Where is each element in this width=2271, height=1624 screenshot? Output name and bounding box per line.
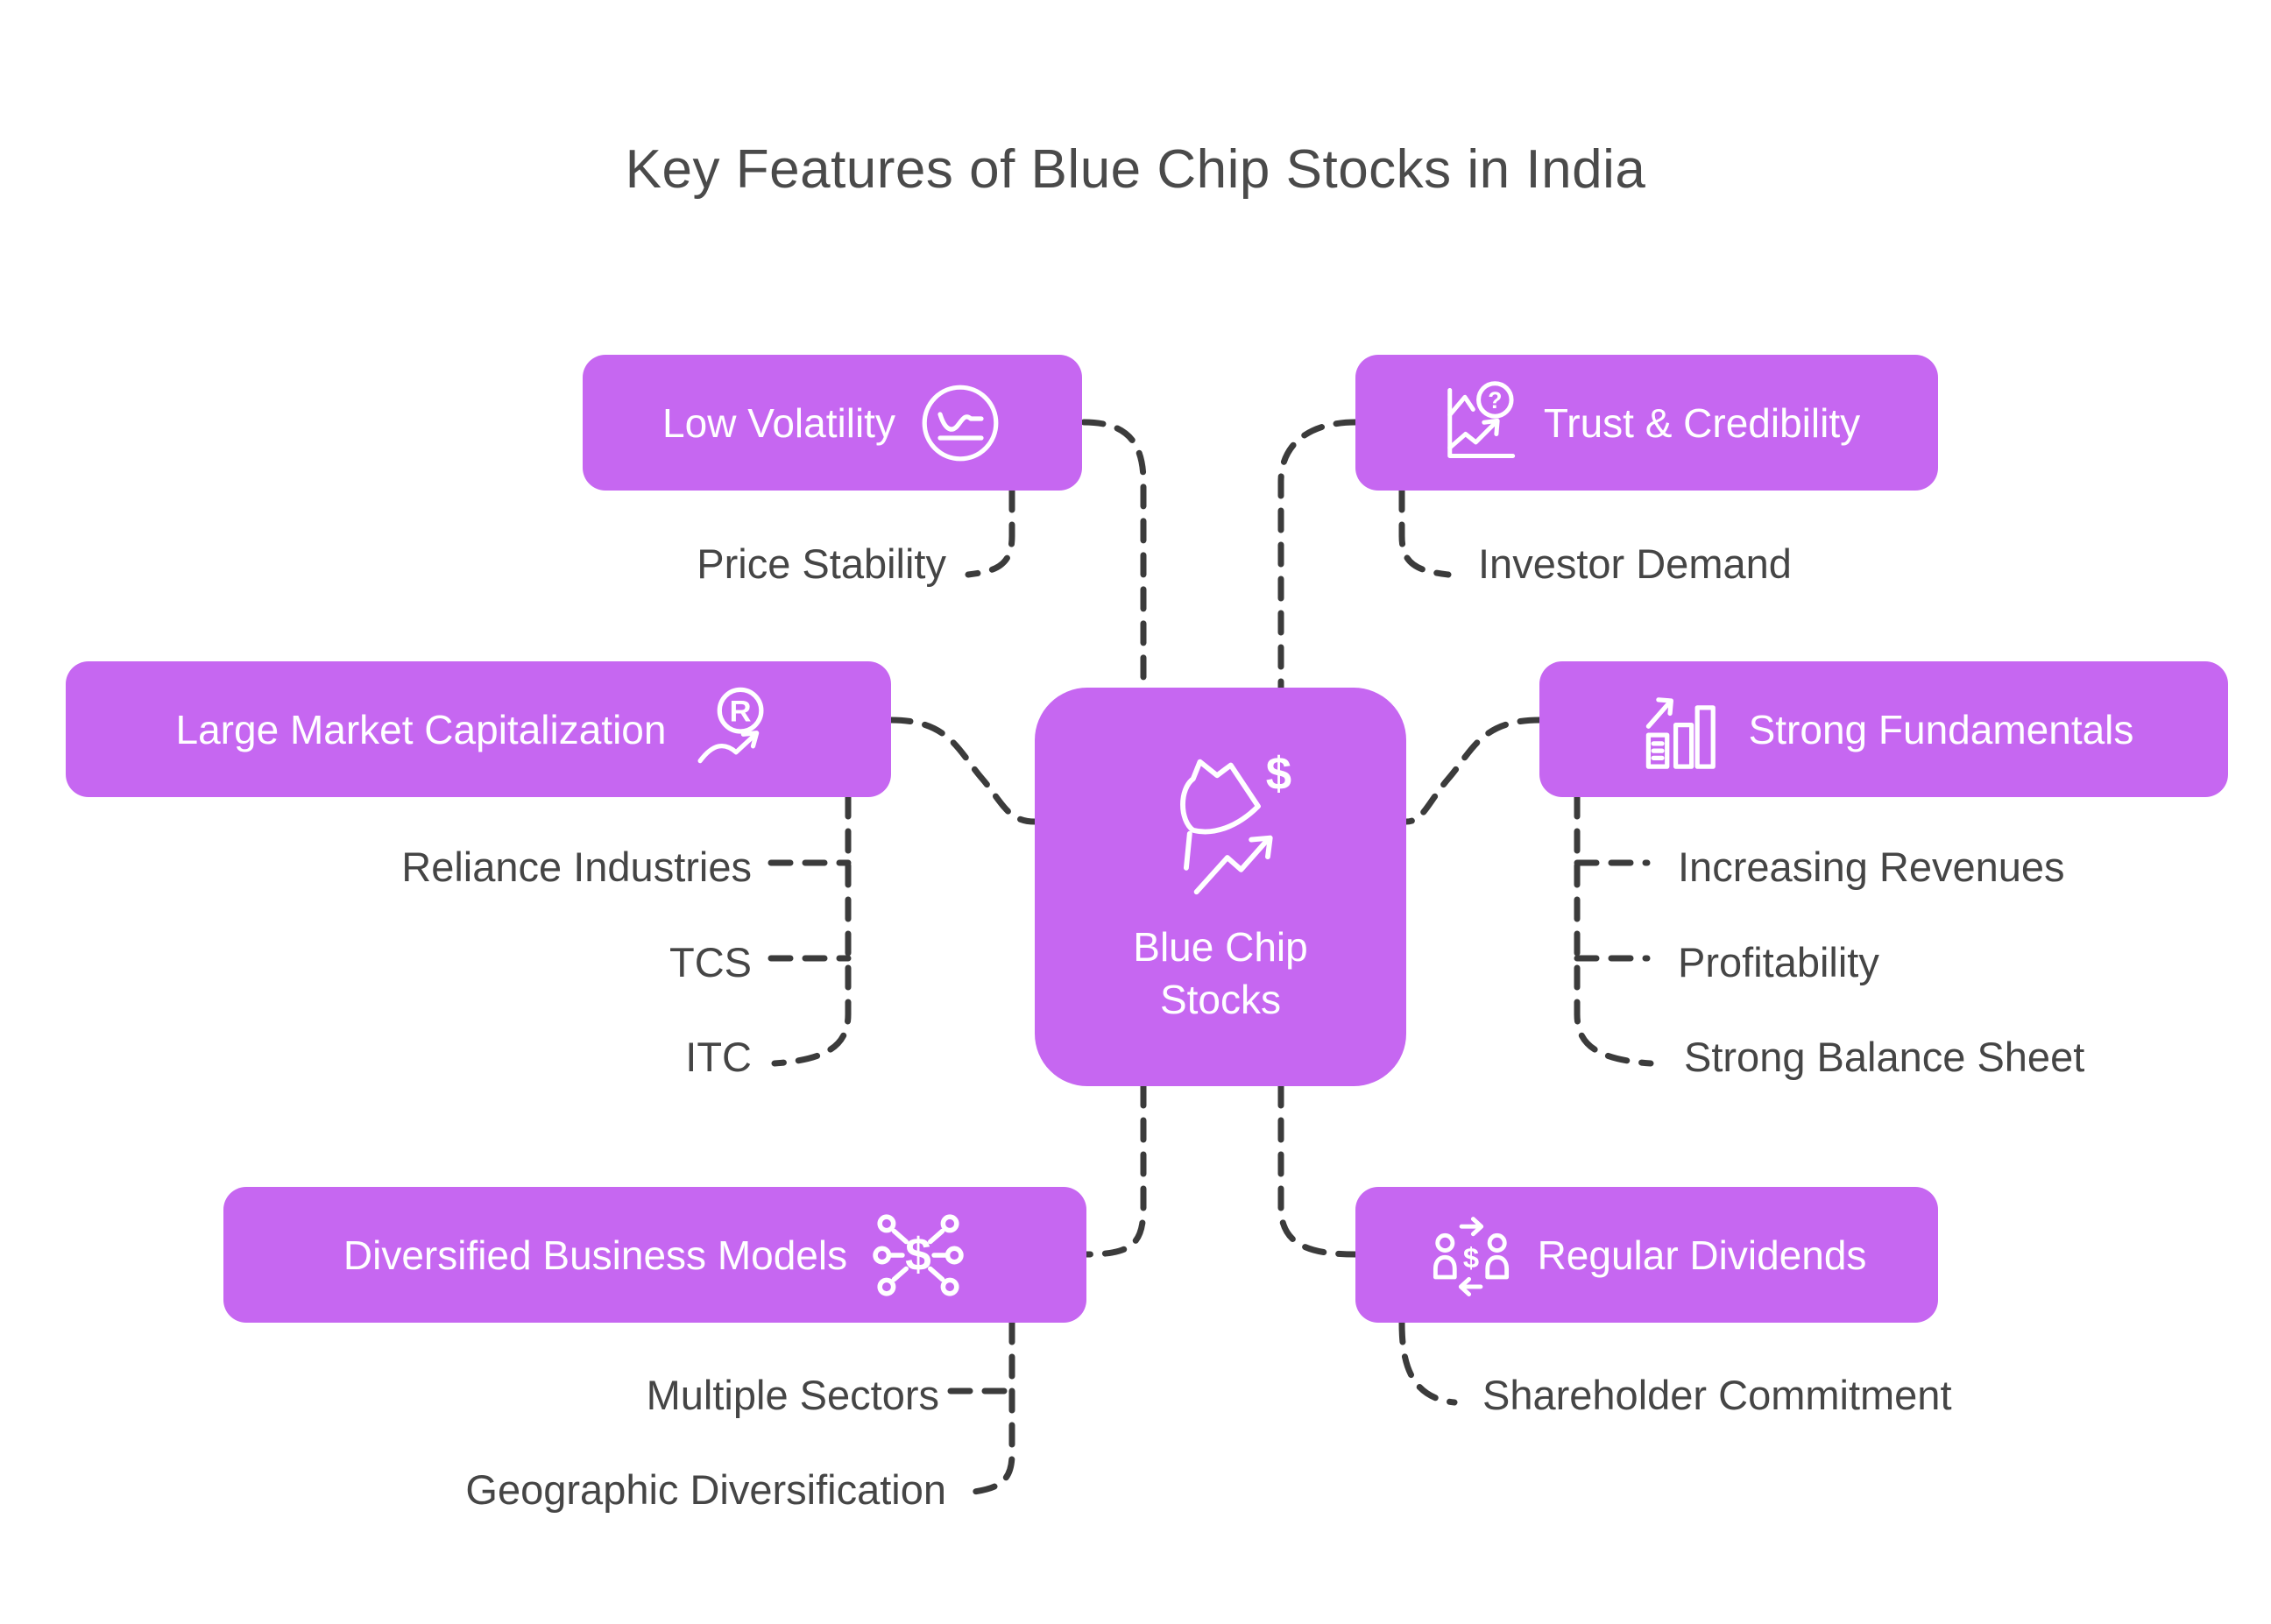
- network-dollar-icon: $: [873, 1213, 964, 1296]
- center-node-label: Blue Chip Stocks: [1133, 923, 1308, 1022]
- branch-low-volatility-label: Low Volatility: [662, 399, 895, 446]
- connector-center-diversified: [1083, 1083, 1147, 1258]
- people-dollar-exchange-icon: $: [1433, 1216, 1509, 1296]
- child-label-strong-balance-sheet: Strong Balance Sheet: [1684, 1034, 2085, 1080]
- branch-trust-credibility-label: Trust & Credibility: [1543, 399, 1861, 446]
- rupee-growth-icon: R: [697, 687, 764, 764]
- branch-strong-fundamentals: Strong Fundamentals: [1539, 661, 2228, 797]
- center-node-blue-chip-stocks: $ Blue Chip Stocks: [1035, 688, 1406, 1086]
- svg-text:R: R: [730, 695, 752, 728]
- connector-fundamentals-center: [1403, 717, 1543, 825]
- svg-text:$: $: [1266, 748, 1291, 800]
- child-label-investor-demand: Investor Demand: [1478, 540, 1792, 587]
- child-label-shareholder-commitment: Shareholder Commitment: [1482, 1372, 1952, 1418]
- connector-fundamentals-rail: [1574, 794, 1654, 1067]
- chart-question-icon: ?: [1447, 380, 1515, 458]
- connector-shareholder-commitment: [1398, 1319, 1458, 1406]
- connector-investor-demand: [1398, 487, 1452, 578]
- flag-dollar-growth-icon: $: [1180, 748, 1291, 894]
- child-label-price-stability: Price Stability: [697, 540, 946, 587]
- branch-regular-dividends-label: Regular Dividends: [1537, 1232, 1867, 1278]
- connector-center-dividends: [1277, 1083, 1359, 1258]
- child-label-profitability: Profitability: [1678, 939, 1879, 985]
- svg-text:$: $: [1462, 1241, 1478, 1274]
- branch-strong-fundamentals-label: Strong Fundamentals: [1748, 706, 2134, 752]
- connector-low-volatility-center: [1080, 419, 1147, 691]
- connector-price-stability: [965, 487, 1015, 578]
- child-label-tcs: TCS: [669, 939, 752, 985]
- branch-diversified-business-models-label: Diversified Business Models: [343, 1232, 848, 1278]
- bar-chart-growth-icon: [1645, 697, 1716, 769]
- connector-large-cap-rail: [771, 794, 852, 1067]
- page-title: Key Features of Blue Chip Stocks in Indi…: [625, 139, 1646, 200]
- connector-trust-center: [1277, 419, 1359, 691]
- branch-regular-dividends: $ Regular Dividends: [1355, 1187, 1938, 1323]
- branch-diversified-business-models: Diversified Business Models $: [223, 1187, 1086, 1323]
- child-label-multiple-sectors: Multiple Sectors: [646, 1372, 939, 1418]
- child-label-itc: ITC: [685, 1034, 752, 1080]
- child-label-geographic-diversification: Geographic Diversification: [465, 1466, 946, 1513]
- child-label-increasing-revenues: Increasing Revenues: [1678, 844, 2065, 890]
- child-label-reliance-industries: Reliance Industries: [401, 844, 752, 890]
- line-chart-circle-icon: [922, 385, 999, 461]
- branch-low-volatility: Low Volatility: [583, 355, 1082, 491]
- svg-text:$: $: [905, 1229, 931, 1281]
- svg-text:?: ?: [1488, 386, 1502, 413]
- branch-large-market-capitalization-label: Large Market Capitalization: [175, 706, 667, 752]
- connector-diversified-rail: [964, 1319, 1015, 1496]
- branch-trust-credibility: ? Trust & Credibility: [1355, 355, 1938, 491]
- branch-large-market-capitalization: Large Market Capitalization R: [66, 661, 891, 797]
- connector-large-cap-center: [888, 717, 1038, 825]
